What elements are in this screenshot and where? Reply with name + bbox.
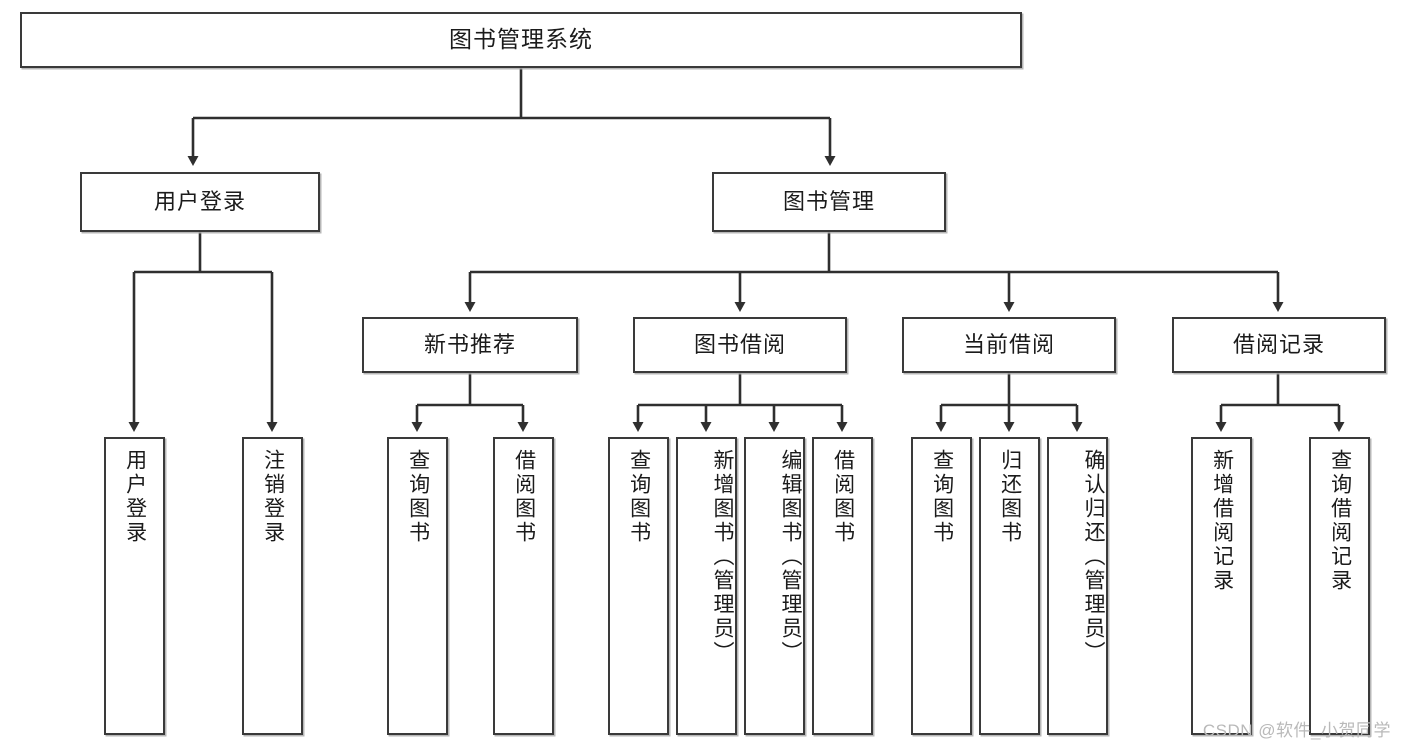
- node-leaf-return-book-label: 归还图书: [998, 449, 1022, 545]
- node-new-book-rec-label: 新书推荐: [423, 331, 516, 357]
- node-current-borrow-label: 当前借阅: [962, 331, 1055, 357]
- node-borrow-record[interactable]: 借阅记录: [1172, 317, 1386, 373]
- node-leaf-query-book-2-label: 查询图书: [627, 449, 651, 545]
- node-leaf-user-login[interactable]: 用户登录: [104, 437, 165, 735]
- node-leaf-query-book-3-label: 查询图书: [930, 449, 954, 545]
- node-leaf-edit-book[interactable]: 编辑图书（管理员）: [744, 437, 805, 735]
- node-leaf-query-book-2[interactable]: 查询图书: [608, 437, 669, 735]
- node-new-book-rec[interactable]: 新书推荐: [362, 317, 578, 373]
- node-leaf-return-book[interactable]: 归还图书: [979, 437, 1040, 735]
- node-leaf-add-book-label: 新增图书（管理员）: [711, 449, 734, 665]
- node-leaf-borrow-book-1-label: 借阅图书: [512, 449, 536, 545]
- node-leaf-user-logout[interactable]: 注销登录: [242, 437, 303, 735]
- node-book-manage[interactable]: 图书管理: [712, 172, 946, 232]
- node-leaf-borrow-book-2-label: 借阅图书: [831, 449, 855, 545]
- node-book-manage-label: 图书管理: [782, 188, 875, 214]
- node-leaf-query-book-1-label: 查询图书: [406, 449, 430, 545]
- node-leaf-user-logout-label: 注销登录: [261, 449, 285, 545]
- node-leaf-add-record-label: 新增借阅记录: [1210, 449, 1234, 593]
- node-leaf-borrow-book-1[interactable]: 借阅图书: [493, 437, 554, 735]
- node-current-borrow[interactable]: 当前借阅: [902, 317, 1116, 373]
- node-leaf-user-login-label: 用户登录: [123, 449, 147, 545]
- node-leaf-edit-book-label: 编辑图书（管理员）: [779, 449, 802, 665]
- node-borrow-record-label: 借阅记录: [1232, 331, 1325, 357]
- node-leaf-confirm-return-label: 确认归还（管理员）: [1082, 449, 1105, 665]
- node-book-borrow-label: 图书借阅: [693, 331, 786, 357]
- node-leaf-query-record[interactable]: 查询借阅记录: [1309, 437, 1370, 735]
- node-leaf-confirm-return[interactable]: 确认归还（管理员）: [1047, 437, 1108, 735]
- node-leaf-query-record-label: 查询借阅记录: [1328, 449, 1352, 593]
- node-leaf-query-book-1[interactable]: 查询图书: [387, 437, 448, 735]
- node-leaf-add-record[interactable]: 新增借阅记录: [1191, 437, 1252, 735]
- node-user-login-label: 用户登录: [153, 188, 246, 214]
- node-user-login[interactable]: 用户登录: [80, 172, 320, 232]
- node-leaf-add-book[interactable]: 新增图书（管理员）: [676, 437, 737, 735]
- node-leaf-query-book-3[interactable]: 查询图书: [911, 437, 972, 735]
- node-root-label: 图书管理系统: [449, 26, 593, 53]
- watermark-text: CSDN @软件_小贺同学: [1202, 721, 1391, 740]
- node-root[interactable]: 图书管理系统: [20, 12, 1022, 68]
- node-leaf-borrow-book-2[interactable]: 借阅图书: [812, 437, 873, 735]
- node-book-borrow[interactable]: 图书借阅: [633, 317, 847, 373]
